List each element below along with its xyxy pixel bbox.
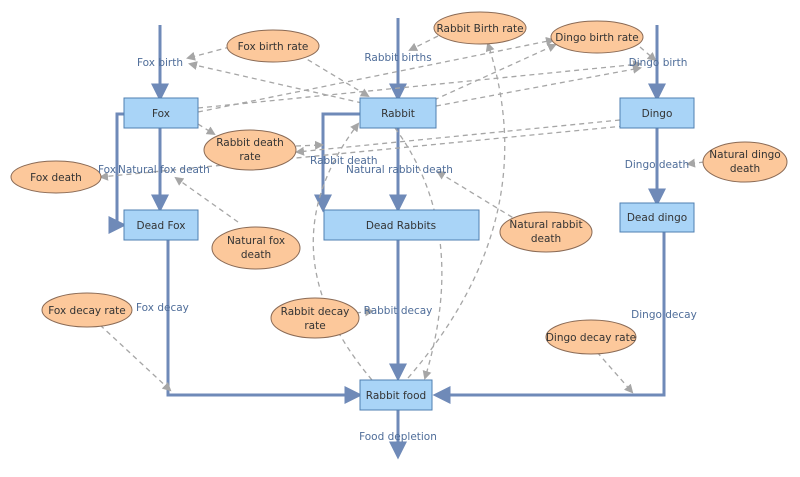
variable-rabbit-birth-rate[interactable]: Rabbit Birth rate	[433, 11, 527, 45]
variable-rabbit-decay-rate-label-2: rate	[304, 320, 325, 332]
variable-fox-birth-rate-label: Fox birth rate	[238, 41, 309, 53]
stock-rabbit-food-label: Rabbit food	[366, 390, 426, 402]
link-rabbit-death-rate-to-rabbit-death	[295, 140, 324, 150]
link-rabbit-to-dingo-birth	[435, 64, 642, 107]
flow-label-natural-rabbit-death[interactable]: Natural rabbit death	[346, 164, 453, 176]
stock-rabbit[interactable]: Rabbit	[359, 97, 437, 129]
flow-label-dingo-birth[interactable]: Dingo birth	[629, 57, 688, 69]
stock-dingo-label: Dingo	[642, 108, 673, 120]
stock-dead-fox[interactable]: Dead Fox	[123, 209, 199, 241]
flow-label-dingo-decay[interactable]: Dingo decay	[631, 309, 697, 321]
stock-rabbit-food[interactable]: Rabbit food	[359, 379, 433, 411]
stock-fox-label: Fox	[152, 108, 170, 120]
variable-rabbit-death-rate-label-1: Rabbit death	[216, 137, 284, 149]
link-fox-to-rabbit-death-rate	[197, 123, 216, 136]
link-natural-fox-death-to-natural-fox-death-flow	[174, 176, 239, 223]
flow-label-fox-death[interactable]: Fox	[98, 164, 116, 176]
variable-fox-decay-rate-label: Fox decay rate	[48, 305, 126, 317]
dependency-links	[99, 35, 705, 394]
link-fox-decay-rate-to-fox-decay	[99, 324, 172, 392]
stock-dead-dingo[interactable]: Dead dingo	[619, 202, 695, 233]
stock-dead-rabbits[interactable]: Dead Rabbits	[323, 209, 480, 241]
stock-dingo[interactable]: Dingo	[619, 97, 695, 129]
link-fox-to-dingo-birth	[197, 60, 642, 109]
stock-fox[interactable]: Fox	[123, 97, 199, 129]
flow-label-rabbit-decay[interactable]: Rabbit decay	[364, 305, 433, 317]
stock-dead-rabbits-label: Dead Rabbits	[366, 220, 436, 232]
dingo-decay-pipe	[432, 232, 666, 404]
link-dingo-decay-rate-to-dingo-decay	[596, 351, 634, 394]
stock-dead-fox-label: Dead Fox	[137, 220, 186, 232]
flow-label-rabbit-births[interactable]: Rabbit births	[364, 52, 431, 64]
variable-fox-death[interactable]: Fox death	[10, 160, 102, 194]
flow-label-food-depletion[interactable]: Food depletion	[359, 431, 437, 443]
flow-label-dingo-death[interactable]: Dingo death	[625, 159, 689, 171]
variable-rabbit-death-rate[interactable]: Rabbit death rate	[203, 129, 297, 171]
variable-natural-dingo-death-label-2: death	[730, 163, 760, 175]
flow-label-fox-birth[interactable]: Fox birth	[137, 57, 183, 69]
flow-labels: Fox birth Rabbit births Dingo birth Fox …	[98, 52, 697, 443]
variable-dingo-birth-rate-label: Dingo birth rate	[555, 32, 638, 44]
variable-natural-dingo-death-label-1: Natural dingo	[709, 149, 780, 161]
variable-natural-rabbit-death-label-2: death	[531, 233, 561, 245]
variable-fox-birth-rate[interactable]: Fox birth rate	[226, 29, 320, 63]
variable-dingo-decay-rate-label: Dingo decay rate	[546, 332, 636, 344]
variable-rabbit-death-rate-label-2: rate	[239, 151, 260, 163]
link-rabbit-to-dingo-birth-rate	[433, 43, 557, 101]
fox-to-dead-fox-pipe	[108, 112, 127, 234]
variable-natural-rabbit-death-label-1: Natural rabbit	[509, 219, 582, 231]
stock-rabbit-label: Rabbit	[381, 108, 415, 120]
link-fox-birth-rate-to-rabbit	[299, 54, 370, 98]
link-natural-dingo-death-to-dingo-death	[686, 158, 705, 168]
link-dingo-to-fox-death	[99, 125, 625, 181]
variable-natural-fox-death-label-2: death	[241, 249, 271, 261]
variable-dingo-birth-rate[interactable]: Dingo birth rate	[550, 20, 644, 54]
link-rabbit-to-fox-birth	[188, 61, 363, 104]
variable-natural-rabbit-death[interactable]: Natural rabbit death	[499, 211, 593, 253]
variable-rabbit-decay-rate[interactable]: Rabbit decay rate	[270, 297, 360, 339]
link-dingo-to-rabbit-death-rate	[295, 119, 621, 156]
flow-label-rabbit-death[interactable]: Rabbit death	[310, 155, 378, 167]
variable-rabbit-decay-rate-label-1: Rabbit decay	[281, 306, 350, 318]
variable-natural-fox-death[interactable]: Natural fox death	[211, 226, 301, 270]
link-rabbit-birth-rate-to-rabbit-births	[408, 35, 439, 51]
link-natural-rabbit-death-to-flow	[436, 170, 521, 223]
rabbit-death-pipe	[314, 112, 360, 213]
variable-dingo-decay-rate[interactable]: Dingo decay rate	[545, 319, 637, 355]
variable-fox-decay-rate[interactable]: Fox decay rate	[41, 292, 133, 328]
link-dingo-birth-rate-to-dingo-birth	[639, 46, 657, 62]
variable-natural-fox-death-label-1: Natural fox	[227, 235, 285, 247]
link-fox-birth-rate-to-fox-birth	[186, 46, 231, 61]
stock-dead-dingo-label: Dead dingo	[627, 212, 687, 224]
fox-decay-pipe	[166, 240, 363, 404]
flow-label-fox-decay[interactable]: Fox decay	[136, 302, 189, 314]
variable-rabbit-birth-rate-label: Rabbit Birth rate	[436, 23, 523, 35]
flow-label-natural-fox-death[interactable]: Natural fox death	[118, 164, 210, 176]
variable-fox-death-label: Fox death	[30, 172, 82, 184]
link-rabbit-to-rabbit-food	[394, 127, 443, 380]
link-rabbit-decay-rate-to-rabbit-decay	[355, 307, 374, 317]
flow-pipes	[108, 18, 666, 460]
variable-natural-dingo-death[interactable]: Natural dingo death	[702, 141, 788, 183]
link-rabbit-food-to-rabbit	[312, 122, 373, 381]
